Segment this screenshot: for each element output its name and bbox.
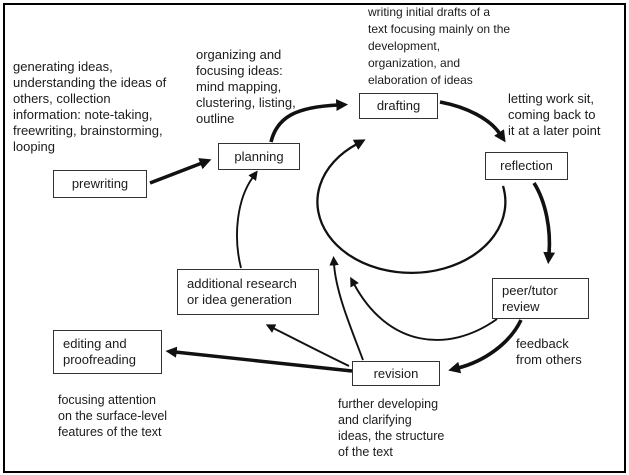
note-prewriting: generating ideas, understanding the idea… <box>13 59 167 154</box>
node-peer-tutor-review: peer/tutor review <box>492 278 589 319</box>
note-feedback: feedback from others <box>516 336 582 367</box>
arrow-planning-to-drafting <box>269 99 349 143</box>
arrow-drafting-to-reflection <box>439 100 506 143</box>
arrow-research-to-planning <box>236 170 258 269</box>
node-reflection: reflection <box>485 152 568 180</box>
arrow-revision-to-research <box>265 324 350 367</box>
note-drafting: writing initial drafts of a text focusin… <box>368 5 511 87</box>
arrow-revision-to-cycle <box>329 255 364 361</box>
node-revision: revision <box>352 361 440 386</box>
node-additional-research: additional research or idea generation <box>177 269 319 315</box>
note-revision: further developing and clarifying ideas,… <box>338 397 445 459</box>
note-planning: organizing and focusing ideas: mind mapp… <box>196 47 296 126</box>
diagram-border-frame <box>3 3 626 473</box>
note-editing: focusing attention on the surface-level … <box>58 393 168 439</box>
node-editing-proofreading: editing and proofreading <box>53 330 162 374</box>
node-drafting: drafting <box>359 93 438 119</box>
note-reflection: letting work sit, coming back to it at a… <box>508 91 601 138</box>
arrow-review-to-revision <box>448 319 523 374</box>
arrow-revision-to-editing <box>165 346 353 373</box>
arrow-prewriting-to-planning <box>149 158 212 185</box>
node-planning: planning <box>218 143 300 170</box>
arrow-review-to-cycle <box>350 276 498 341</box>
arrow-loop-reflection-to-drafting <box>316 139 507 275</box>
arrow-reflection-to-review <box>532 182 556 265</box>
node-prewriting: prewriting <box>53 170 147 198</box>
